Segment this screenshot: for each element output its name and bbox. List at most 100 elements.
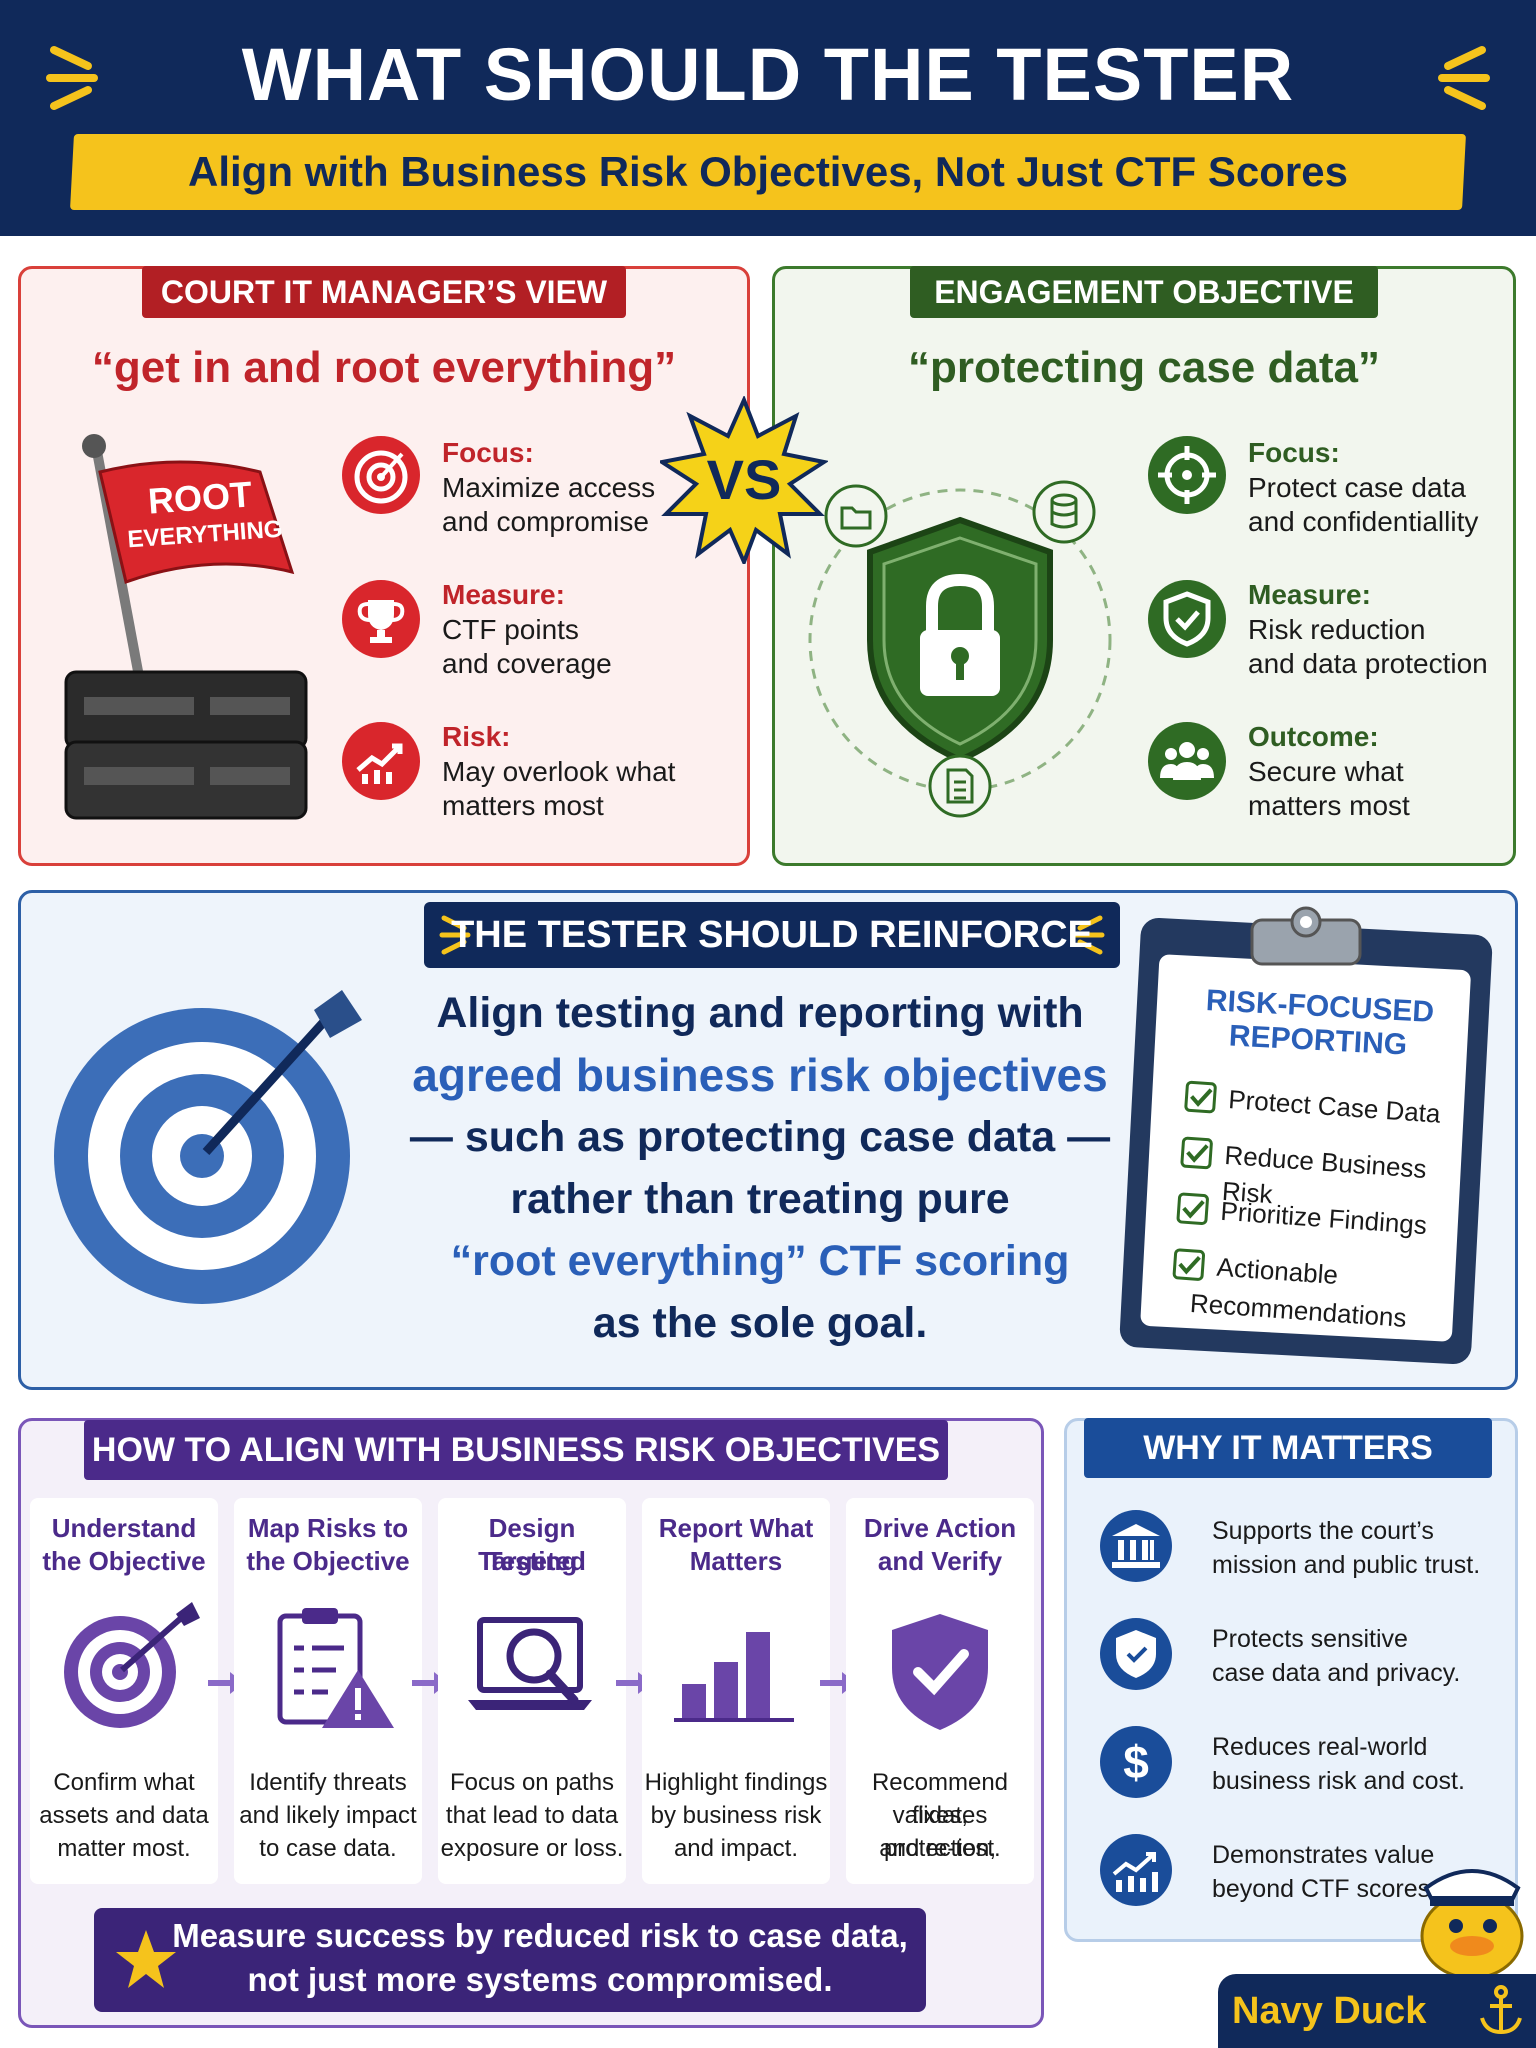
engagement-objective-tag: ENGAGEMENT OBJECTIVE <box>910 266 1378 318</box>
step-4-text-3: and impact. <box>673 1835 799 1862</box>
measure-success-banner <box>94 1908 926 2012</box>
manager-view-tag: COURT IT MANAGER’S VIEW <box>142 266 626 318</box>
shield-icon <box>1100 1618 1172 1690</box>
step-5-heading-1: Drive Action <box>863 1513 1017 1543</box>
page-subtitle: Align with Business Risk Objectives, Not… <box>188 148 1348 195</box>
vs-burst-icon <box>660 396 828 564</box>
step-5-text-3: and re-test. <box>879 1835 1001 1862</box>
step-3-text-3: exposure or loss. <box>440 1835 624 1862</box>
clipboard-clip-icon <box>1250 906 1362 966</box>
step-5-heading-2: and Verify <box>877 1546 1003 1576</box>
reinforce-line-5: “root everything” CTF scoring <box>450 1237 1070 1285</box>
burst-right-icon <box>1438 46 1490 110</box>
step-4-text-1: Highlight findings <box>644 1769 828 1796</box>
why-3-line-2: business risk and cost. <box>1212 1767 1465 1795</box>
why-4-line-2: beyond CTF scores. <box>1212 1875 1438 1903</box>
why-it-matters-tag: WHY IT MATTERS <box>1084 1418 1492 1478</box>
measure-line-1: Measure success by reduced risk to case … <box>172 1917 908 1954</box>
step-3-heading-2: Testing <box>486 1546 578 1576</box>
outcome-text-1: Secure what <box>1248 756 1404 787</box>
people-icon <box>1148 722 1226 800</box>
step-5-text-2: validates protection, <box>883 1802 997 1862</box>
risk-text-2: matters most <box>442 790 604 821</box>
brand-name: Navy Duck <box>1232 1990 1427 2032</box>
measure-text-2: and coverage <box>442 648 612 679</box>
clipboard-item: Actionable <box>1215 1251 1339 1291</box>
measure-heading: Measure: <box>442 579 565 610</box>
engagement-quote: “protecting case data” <box>908 343 1380 392</box>
risk-text-1: May overlook what <box>442 756 676 787</box>
step-2-text-1: Identify threats <box>249 1769 407 1796</box>
chart-icon <box>342 722 420 800</box>
clipboard-list: Protect Case Data Reduce Business Risk P… <box>1169 1076 1476 1344</box>
lock-shield-icon <box>808 480 1112 818</box>
dollar-icon: $ <box>1100 1726 1172 1798</box>
outcome-heading: Outcome: <box>1248 721 1379 752</box>
focus-text-right-2: and confidentiallity <box>1248 506 1479 537</box>
step-1-text-1: Confirm what <box>53 1769 195 1796</box>
focus-text-2: and compromise <box>442 506 649 537</box>
how-to-align-tag: HOW TO ALIGN WITH BUSINESS RISK OBJECTIV… <box>84 1420 948 1480</box>
focus-text-right-1: Protect case data <box>1248 472 1466 503</box>
step-4-heading-2: Matters <box>689 1546 783 1576</box>
check-icon <box>1184 1080 1217 1114</box>
reinforce-tag-text: THE TESTER SHOULD REINFORCE <box>451 914 1093 956</box>
burst-left-icon <box>46 46 98 110</box>
measure-heading-right: Measure: <box>1248 579 1371 610</box>
step-3-text-2: that lead to data <box>445 1802 619 1829</box>
reinforce-line-6: as the sole goal. <box>592 1299 928 1347</box>
bullseye-arrow-icon <box>54 990 362 1304</box>
why-1-line-2: mission and public trust. <box>1212 1551 1481 1579</box>
bar-chart-icon <box>674 1632 794 1722</box>
spark-left-icon <box>439 915 471 955</box>
step-3-text-1: Focus on paths <box>449 1769 615 1796</box>
step-1-heading-2: the Objective <box>42 1546 206 1576</box>
risk-heading: Risk: <box>442 721 511 752</box>
why-4-line-1: Demonstrates value <box>1212 1841 1435 1869</box>
reinforce-line-3: — such as protecting case data — <box>409 1113 1111 1161</box>
why-1-line-1: Supports the court’s <box>1212 1517 1434 1545</box>
why-2-line-1: Protects sensitive <box>1212 1625 1408 1653</box>
measure-line-2: not just more systems compromised. <box>247 1961 833 1998</box>
reinforce-line-4: rather than treating pure <box>510 1175 1010 1223</box>
target-arrow-icon <box>64 1602 200 1728</box>
vs-label: VS <box>706 448 782 511</box>
measure-text-1: CTF points <box>442 614 579 645</box>
step-2-heading-1: Map Risks to <box>247 1513 409 1543</box>
check-icon <box>1172 1248 1206 1281</box>
why-2-line-2: case data and privacy. <box>1212 1659 1461 1687</box>
laptop-magnifier-icon <box>468 1617 592 1710</box>
step-2-text-2: and likely impact <box>239 1802 417 1829</box>
spark-right-icon <box>1073 915 1105 955</box>
focus-text-1: Maximize access <box>442 472 656 503</box>
manager-quote: “get in and root everything” <box>91 343 677 392</box>
brand-badge <box>1218 1974 1536 2048</box>
reinforce-tag <box>424 902 1120 968</box>
step-1-text-2: assets and data <box>39 1802 209 1829</box>
why-3-line-1: Reduces real-world <box>1212 1733 1428 1761</box>
measure-success-text: Measure success by reduced risk to case … <box>170 1914 910 2002</box>
duck-mascot-icon <box>1420 1869 1524 1978</box>
anchor-icon <box>1480 1985 1522 2035</box>
measure-text-right-2: and data protection <box>1248 648 1488 679</box>
star-icon <box>116 1930 176 1988</box>
reinforce-line-1: Align testing and reporting with <box>436 989 1084 1037</box>
svg-text:$: $ <box>1123 1736 1149 1788</box>
step-3-heading-1: Design Targeted <box>478 1513 586 1576</box>
step-2-heading-2: the Objective <box>246 1546 410 1576</box>
step-4-heading-1: Report What <box>658 1513 814 1543</box>
target-icon <box>342 436 420 514</box>
reinforce-line-2: agreed business risk objectives <box>412 1049 1108 1101</box>
root-flag-server-icon <box>64 434 308 820</box>
shield-check-icon <box>1148 580 1226 658</box>
step-5-text-1: Recommend fixes, <box>871 1769 1009 1829</box>
focus-heading: Focus: <box>442 437 534 468</box>
check-icon <box>1180 1136 1213 1170</box>
focus-heading-right: Focus: <box>1248 437 1340 468</box>
check-icon <box>1176 1192 1209 1225</box>
clipboard-warning-icon <box>277 1608 394 1728</box>
growth-chart-icon <box>1100 1834 1172 1906</box>
shield-check-purple-icon <box>892 1614 988 1730</box>
step-2-text-3: to case data. <box>259 1835 397 1862</box>
step-4-text-2: by business risk <box>650 1802 822 1829</box>
